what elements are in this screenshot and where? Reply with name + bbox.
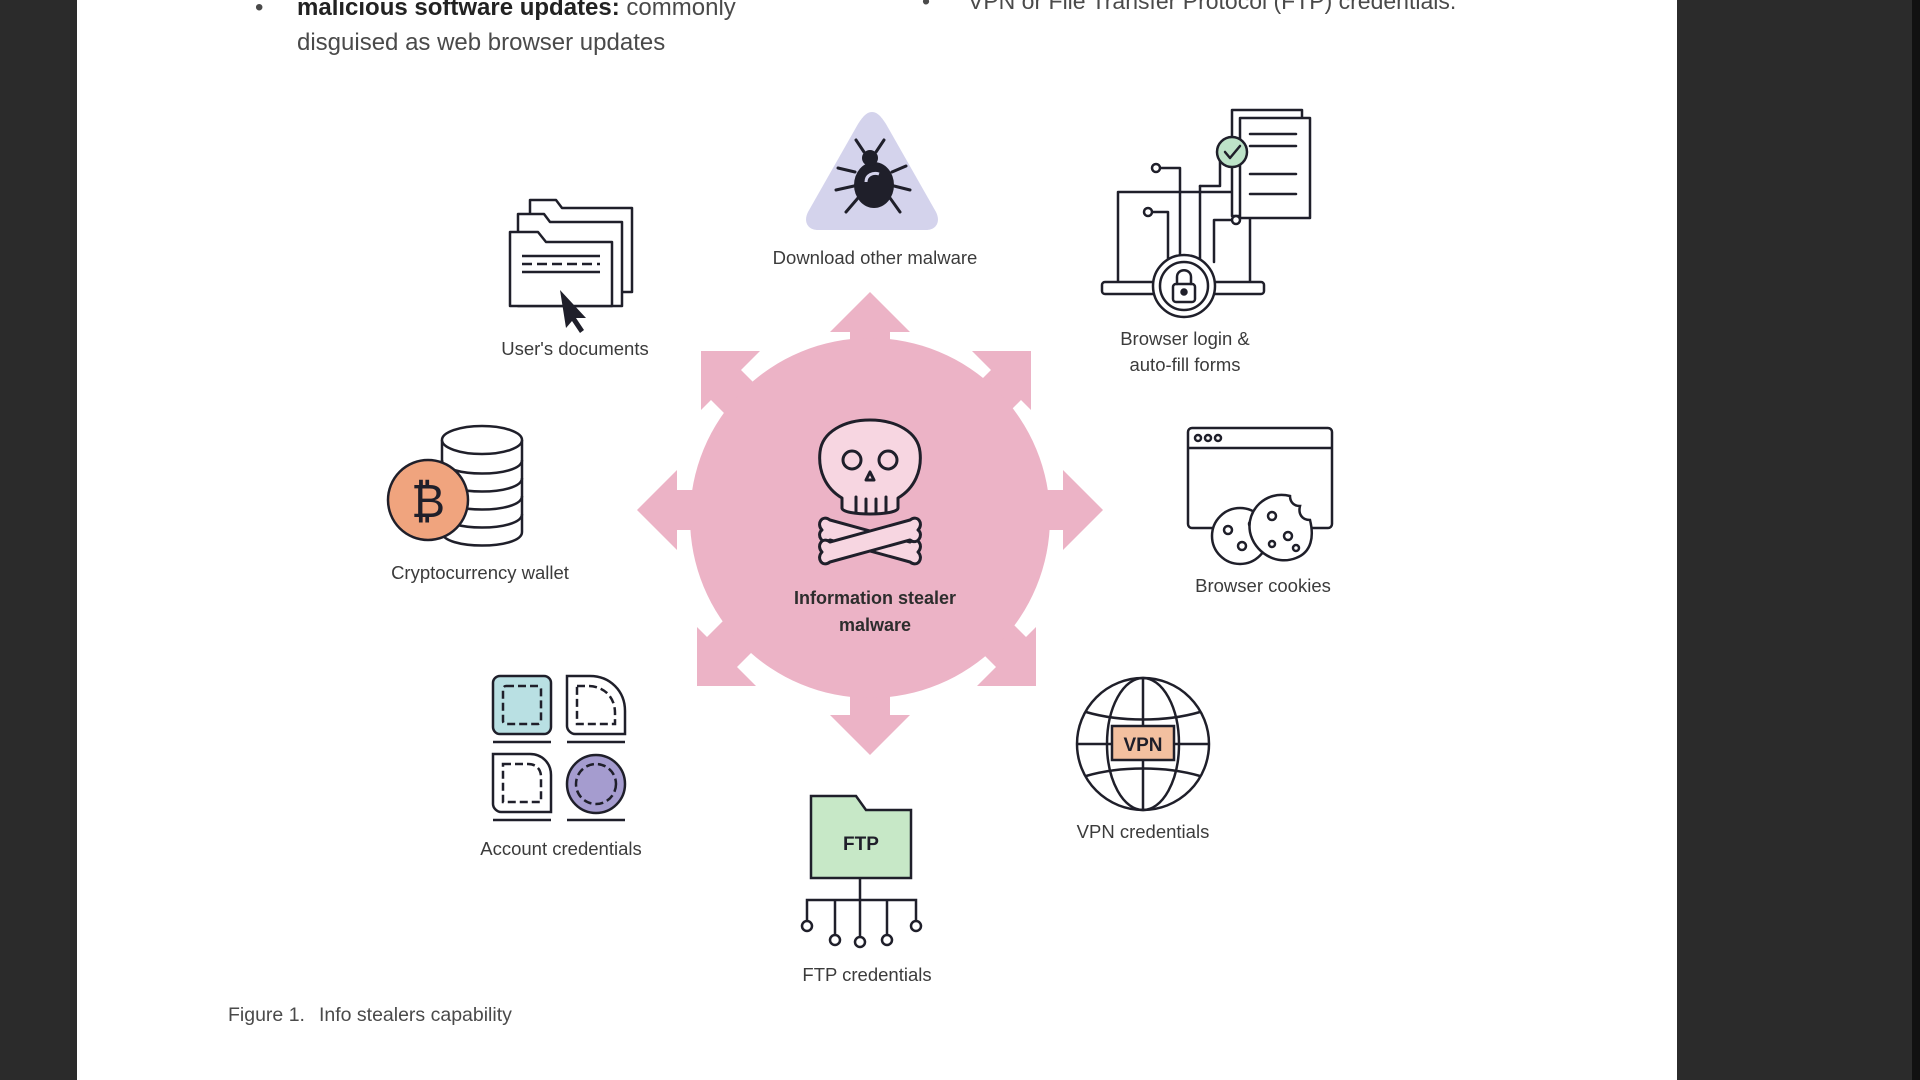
label-crypto-wallet: Cryptocurrency wallet	[391, 562, 569, 583]
figure-caption: Figure 1. Info stealers capability	[228, 1004, 512, 1027]
label-browser-login: Browser login & auto-fill forms	[1070, 326, 1300, 378]
bullet-vpn-ftp: • VPN or File Transfer Protocol (FTP) cr…	[922, 0, 1457, 19]
arrow-left	[637, 470, 700, 550]
bitcoin-symbol: ₿	[411, 474, 445, 528]
bullet-malicious-updates: • malicious software updates: commonly d…	[255, 0, 736, 60]
ftp-badge-text: FTP	[843, 834, 879, 855]
arrow-right	[1040, 470, 1103, 550]
cookie-browser-icon	[1186, 426, 1334, 566]
label-users-documents: User's documents	[501, 338, 649, 359]
vpn-badge-text: VPN	[1123, 735, 1162, 756]
arrow-up	[830, 292, 910, 352]
ftp-folder-icon	[800, 794, 923, 949]
bullet-dot: •	[922, 0, 931, 14]
documents-folder-icon	[508, 198, 634, 333]
label-account-credentials: Account credentials	[480, 838, 642, 859]
figure-number: Figure 1.	[228, 1004, 305, 1026]
bullet-text: commonly	[619, 0, 736, 21]
skull-crossbones-icon	[818, 418, 922, 566]
center-title: Information stealer malware	[745, 585, 1005, 639]
label-ftp-credentials: FTP credentials	[802, 964, 932, 985]
label-vpn-credentials: VPN credentials	[1076, 821, 1210, 842]
bullet-dot: •	[255, 0, 264, 21]
arrow-down	[830, 695, 910, 755]
bug-warning-icon	[806, 112, 938, 230]
center-title-line2: malware	[838, 615, 912, 635]
center-title-line1: Information stealer	[793, 588, 957, 608]
label-browser-login-line2: auto-fill forms	[1129, 354, 1241, 375]
label-browser-login-line1: Browser login &	[1120, 328, 1250, 349]
bullet-text: VPN or File Transfer Protocol (FTP) cred…	[968, 0, 1457, 14]
label-browser-cookies: Browser cookies	[1195, 575, 1331, 596]
figure-caption-text: Info stealers capability	[318, 1004, 512, 1026]
vpn-globe-icon	[1075, 676, 1211, 812]
account-credentials-icon	[491, 674, 627, 822]
browser-login-icon	[1100, 108, 1312, 319]
bitcoin-wallet-icon: ₿	[386, 424, 524, 547]
center-circle	[690, 338, 1050, 698]
bullet-continuation: disguised as web browser updates	[297, 29, 666, 56]
window-edge	[1912, 0, 1920, 1080]
center-arrows	[637, 292, 1103, 755]
label-download-malware: Download other malware	[772, 247, 978, 268]
bullet-bold: malicious software updates:	[297, 0, 620, 21]
